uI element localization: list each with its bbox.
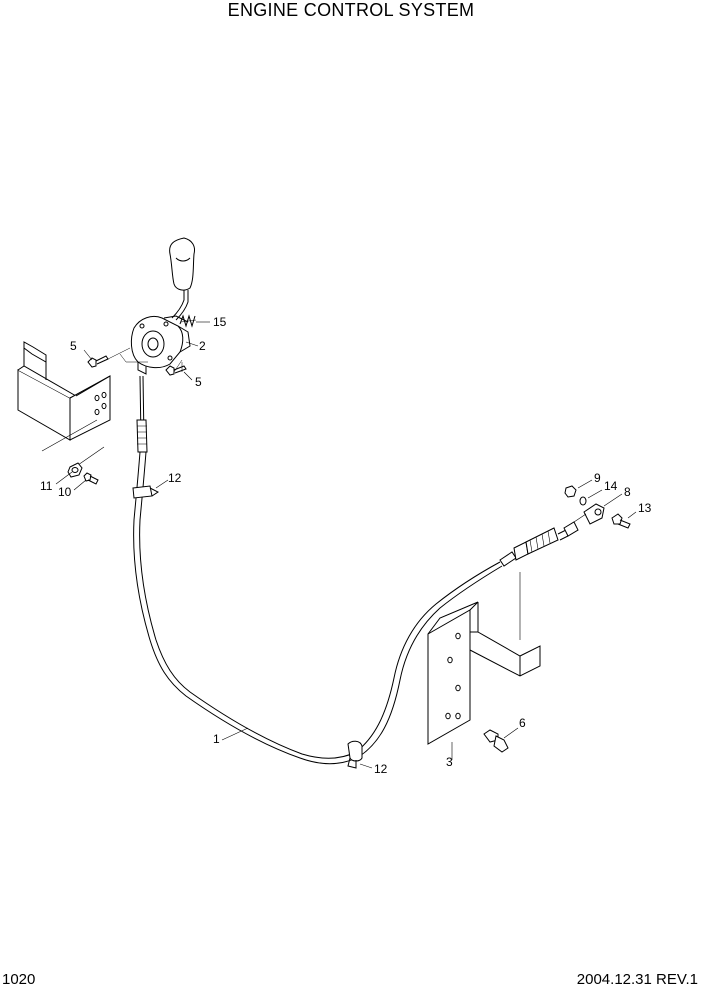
callout-3: 3: [446, 755, 453, 769]
callout-15: 15: [213, 315, 227, 329]
control-cable: [133, 375, 579, 765]
callout-12-lower: 12: [374, 762, 388, 776]
nut-11: [67, 462, 83, 478]
callout-5-lower: 5: [195, 375, 202, 389]
left-mounting-bracket: [17, 341, 111, 466]
callout-leaders: [55, 321, 637, 769]
callout-6: 6: [519, 716, 526, 730]
callout-1: 1: [213, 732, 220, 746]
bolt-13: [611, 513, 631, 529]
callout-11: 11: [40, 479, 53, 493]
screw-5-upper: [87, 355, 109, 368]
callout-8: 8: [624, 485, 631, 499]
rod-end-8: [583, 503, 605, 525]
page-number: 1020: [2, 971, 36, 988]
washer-14: [579, 496, 587, 506]
cable-clamp-lower: [347, 740, 363, 769]
screw-5-lower: [165, 365, 187, 376]
bolt-10: [83, 472, 99, 485]
callout-9: 9: [594, 471, 601, 485]
callout-13: 13: [638, 501, 652, 515]
revision-date: 2004.12.31 REV.1: [576, 971, 698, 988]
page-title: ENGINE CONTROL SYSTEM: [227, 0, 475, 20]
nut-9: [564, 485, 577, 498]
control-lever: [169, 237, 195, 321]
callout-2: 2: [199, 339, 206, 353]
lever-housing: [130, 315, 191, 375]
callout-12-upper: 12: [168, 471, 182, 485]
cable-clamp-upper: [132, 485, 159, 499]
right-mounting-bracket: [427, 572, 541, 745]
callout-14: 14: [604, 479, 618, 493]
bolt-6: [483, 729, 509, 753]
spring-15: [179, 314, 197, 328]
callout-10: 10: [58, 485, 72, 499]
callout-5-upper: 5: [70, 339, 77, 353]
